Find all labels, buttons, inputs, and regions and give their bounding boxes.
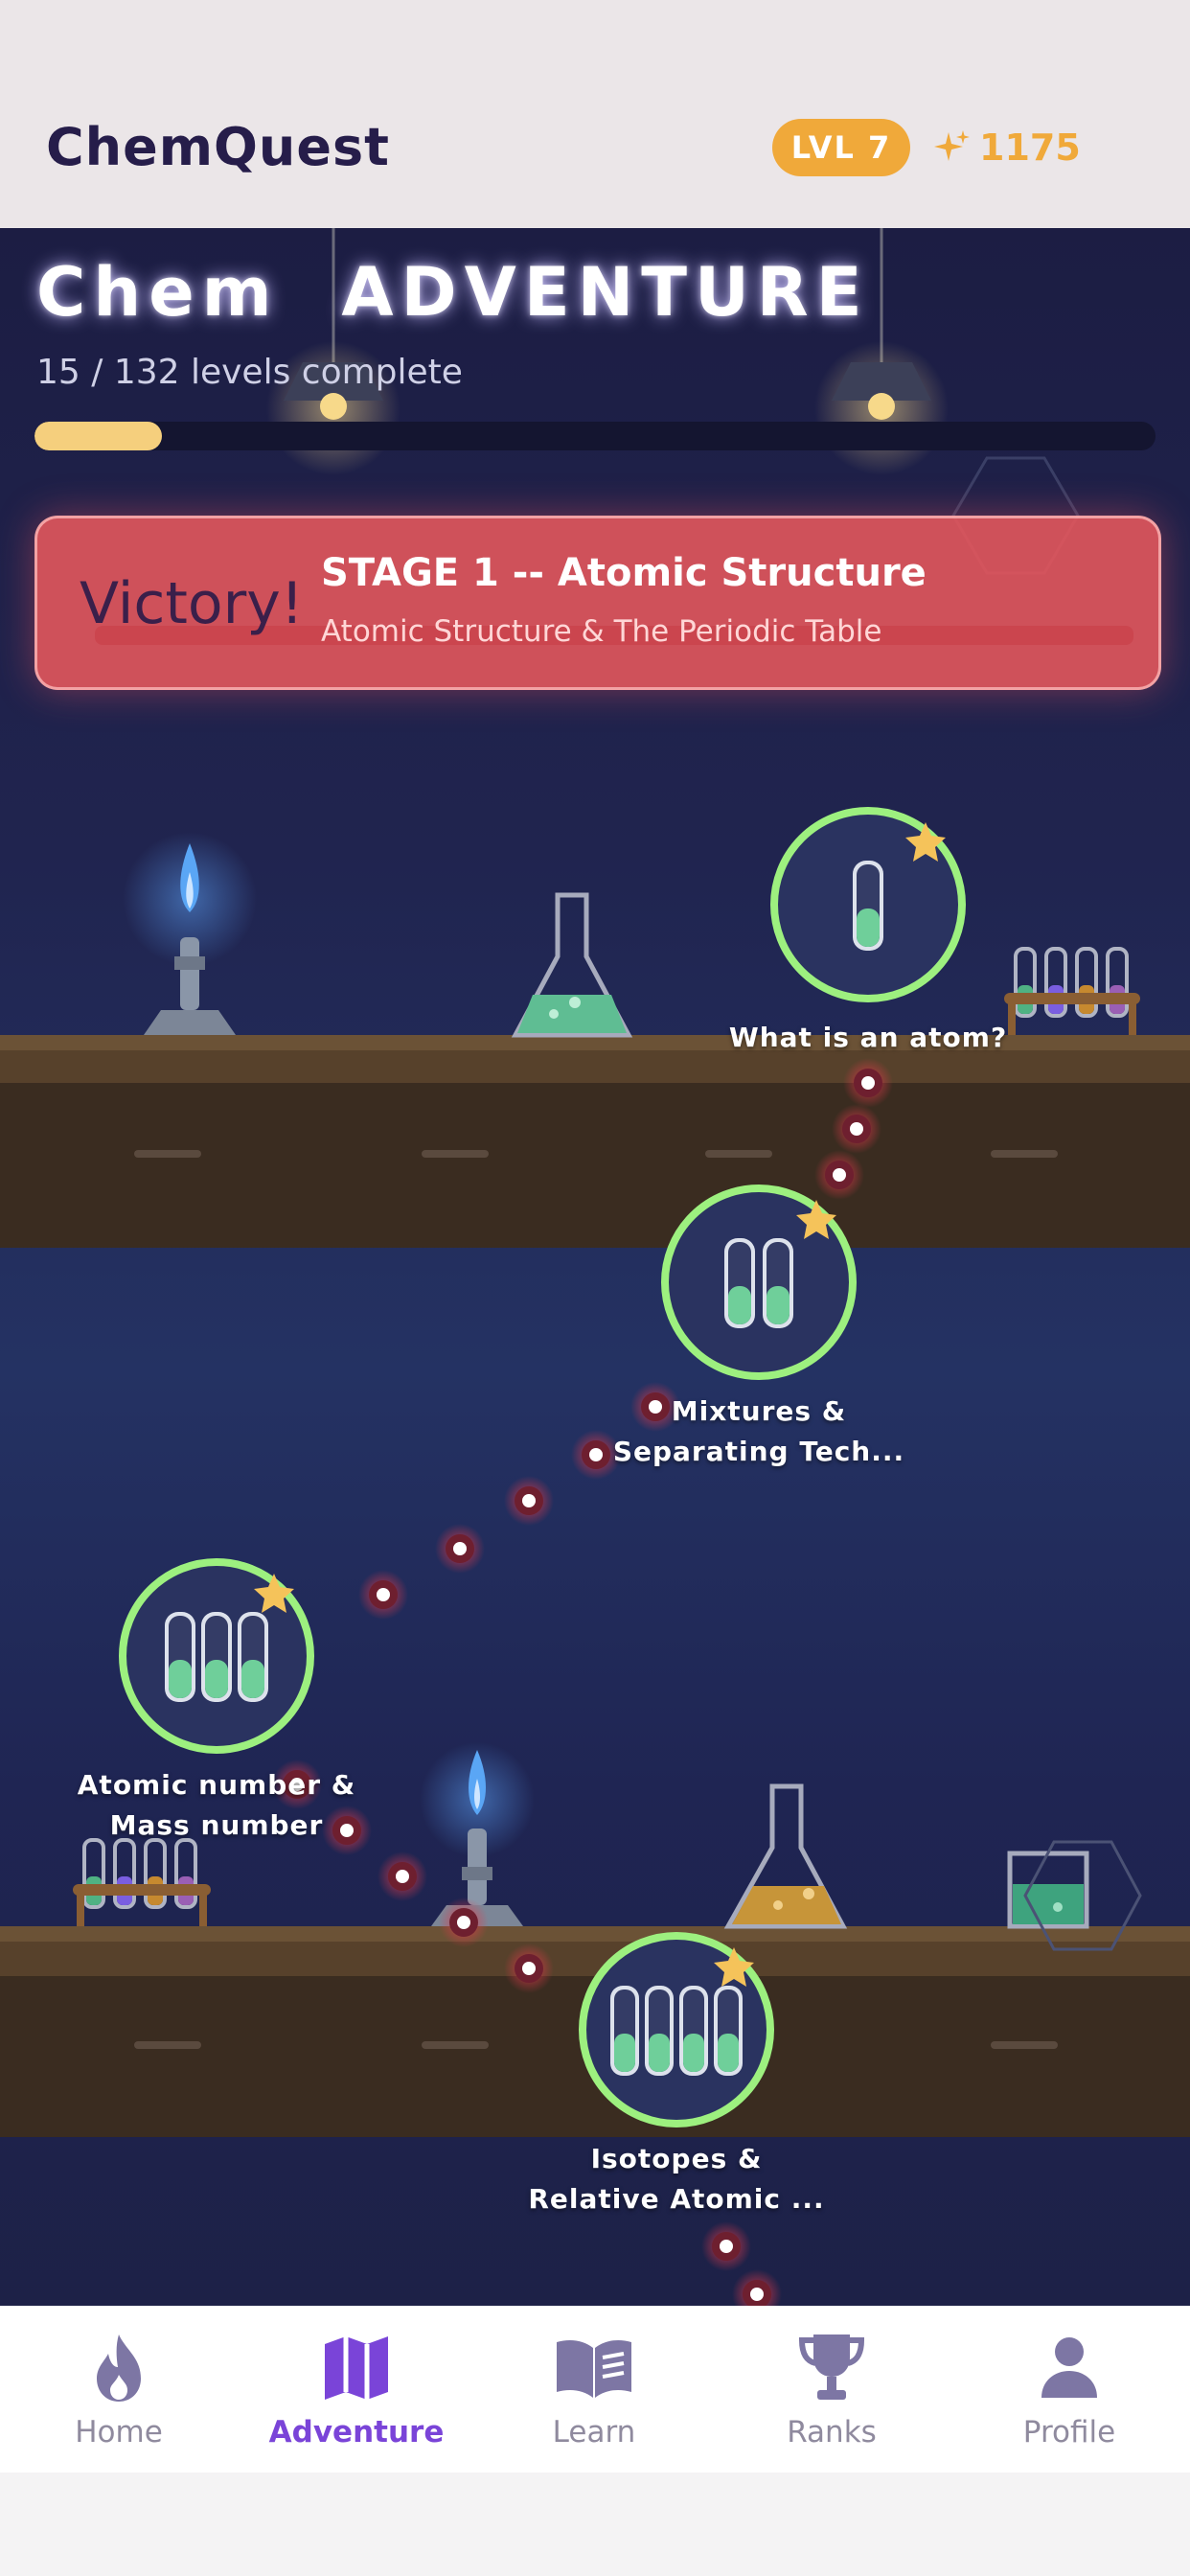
node-label[interactable]: Mixtures & Separating Tech... [612, 1395, 905, 1467]
level-node[interactable] [119, 1558, 314, 1754]
sparkle-icon [934, 130, 970, 161]
lab-scene [0, 228, 1190, 2306]
tab-adventure[interactable]: Adventure [238, 2306, 475, 2472]
star-icon [796, 1200, 836, 1239]
level-node[interactable] [579, 1932, 774, 2128]
home-indicator-area [0, 2472, 1190, 2576]
map-icon [325, 2336, 388, 2400]
flask [723, 1783, 848, 1929]
banner-decoration [95, 626, 1133, 645]
person-icon [1041, 2337, 1097, 2398]
bunsen-burner [123, 832, 257, 1035]
tab-label: Ranks [787, 2415, 877, 2450]
level-node[interactable] [770, 807, 966, 1002]
xp-value: 1175 [979, 126, 1081, 169]
tab-learn[interactable]: Learn [475, 2306, 713, 2472]
beaker [1007, 1851, 1089, 1929]
bunsen-burner [420, 1742, 535, 1926]
level-node[interactable] [661, 1184, 857, 1380]
book-icon [557, 2340, 631, 2398]
stage-banner[interactable]: Victory! STAGE 1 -- Atomic Structure Ato… [34, 516, 1161, 690]
tab-profile[interactable]: Profile [950, 2306, 1188, 2472]
flame-icon [97, 2334, 141, 2402]
tab-label: Adventure [268, 2415, 445, 2450]
tab-label: Learn [552, 2415, 636, 2450]
path-dots [272, 1058, 893, 2306]
stage-subtitle: Atomic Structure & The Periodic Table [321, 614, 882, 649]
victory-label: Victory! [80, 570, 304, 637]
progress-fill [34, 422, 163, 450]
stage-title: STAGE 1 -- Atomic Structure [321, 551, 927, 595]
test-tube-rack [73, 1838, 211, 1926]
bottom-tab-bar: Home Adventure Learn Ranks Profile [0, 2306, 1190, 2472]
star-icon [714, 1947, 754, 1987]
node-label[interactable]: Atomic number & Mass number [77, 1769, 356, 1841]
tab-home[interactable]: Home [0, 2306, 238, 2472]
node-label[interactable]: Isotopes & Relative Atomic ... [528, 2143, 825, 2215]
tab-ranks[interactable]: Ranks [713, 2306, 950, 2472]
tab-label: Home [75, 2415, 163, 2450]
node-label[interactable]: What is an atom? [728, 1022, 1008, 1053]
app-title: ChemQuest [46, 117, 390, 177]
flask [511, 892, 633, 1038]
progress-bar [34, 422, 1156, 450]
tab-label: Profile [1022, 2415, 1116, 2450]
star-icon [905, 822, 946, 862]
top-bar: ChemQuest LVL 7 1175 [0, 0, 1190, 228]
level-badge[interactable]: LVL 7 [772, 119, 910, 176]
test-tube-rack [1004, 947, 1140, 1035]
adventure-map[interactable]: Chem ADVENTURE 15 / 132 levels complete … [0, 228, 1190, 2306]
progress-text: 15 / 132 levels complete [36, 353, 463, 392]
page-title: Chem ADVENTURE [36, 253, 870, 332]
star-icon [254, 1574, 294, 1613]
xp-counter[interactable]: 1175 [933, 123, 1081, 172]
trophy-icon [798, 2334, 865, 2400]
